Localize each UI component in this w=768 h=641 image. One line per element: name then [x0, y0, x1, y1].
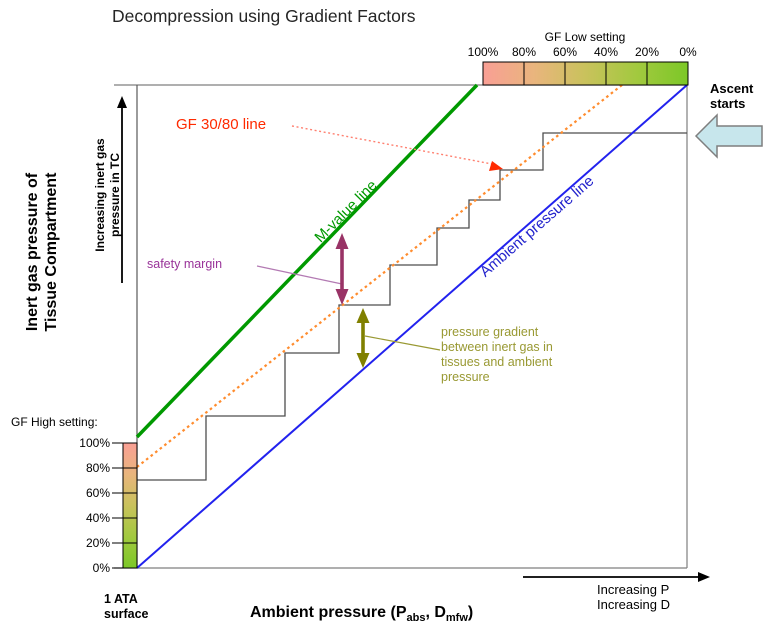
deco-staircase-line [137, 132, 687, 481]
x-axis-sub-abs: abs [406, 612, 426, 625]
x-axis-increasing-label: Increasing P Increasing D [597, 582, 670, 612]
ascent-block-arrow [694, 113, 763, 159]
ascent-starts-label: Ascent starts [710, 81, 754, 111]
x-axis-title-close: ) [467, 604, 474, 621]
gf-low-tick-100: 100% [467, 45, 499, 59]
gf-30-80-line [136, 84, 623, 468]
gf-low-gradient-bar [482, 61, 689, 86]
gf-30-80-line-label: GF 30/80 line [176, 116, 267, 133]
gf-low-tick-80: 80% [511, 45, 537, 59]
safety-margin-label: safety margin [147, 257, 223, 271]
y-axis-increasing-label: Increasing inert gas pressure in TC [93, 138, 122, 252]
gf-high-tick-20: 20% [85, 536, 110, 550]
pressure-gradient-leader [364, 335, 441, 351]
gf-high-tick-100: 100% [79, 436, 110, 450]
gf-low-setting-label: GF Low setting [544, 30, 626, 44]
x-axis-arrow [523, 572, 710, 582]
pressure-gradient-double-arrow [356, 308, 370, 368]
y-axis-arrow [117, 96, 127, 283]
x-axis-title: Ambient pressure (Pabs, Dmfw) [250, 604, 473, 624]
m-value-line [135, 83, 479, 439]
safety-margin-double-arrow [335, 233, 349, 305]
gf-low-tick-40: 40% [593, 45, 619, 59]
gf-high-tick-marks [112, 442, 123, 569]
chart-frame [114, 84, 688, 569]
ambient-pressure-line [136, 84, 688, 569]
safety-margin-leader [256, 265, 343, 285]
gf-label-leader-arrow [291, 125, 503, 171]
gf-low-tick-60: 60% [552, 45, 578, 59]
x-axis-title-main2: , D [425, 604, 446, 621]
gf-low-tick-20: 20% [634, 45, 660, 59]
y-axis-title: Inert gas pressure of Tissue Compartment [24, 172, 60, 332]
x-axis-sub-mfw: mfw [445, 612, 468, 625]
x-axis-title-main: Ambient pressure (P [250, 604, 407, 621]
origin-label: 1 ATA surface [104, 592, 149, 621]
gf-high-gradient-bar [112, 442, 138, 569]
gf-high-tick-80: 80% [85, 461, 110, 475]
gf-high-tick-60: 60% [85, 486, 110, 500]
gf-low-tick-0: 0% [679, 45, 697, 59]
pressure-gradient-label: pressure gradient between inert gas in t… [441, 325, 553, 384]
gf-high-tick-40: 40% [85, 511, 110, 525]
gf-high-tick-0: 0% [92, 561, 110, 575]
diagram-title: Decompression using Gradient Factors [112, 6, 416, 26]
gf-high-setting-label: GF High setting: [11, 415, 98, 429]
